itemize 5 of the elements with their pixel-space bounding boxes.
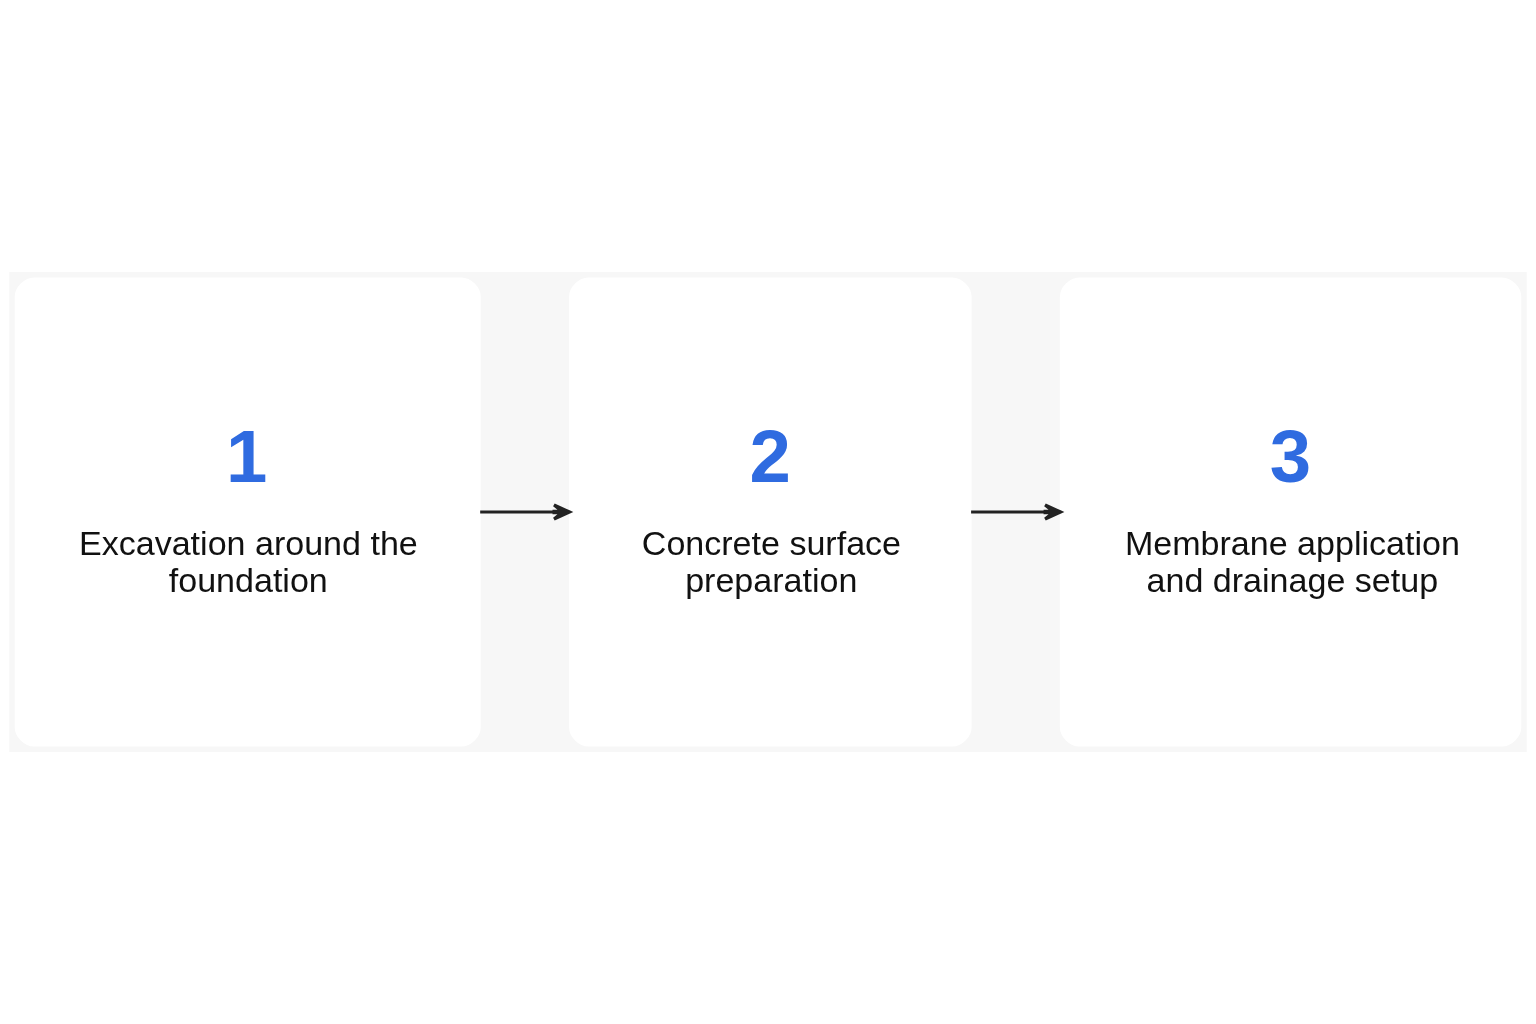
arrow [971, 503, 1063, 521]
node-box: 3 Membrane application and drainage setup [1059, 277, 1522, 747]
arrow [480, 503, 572, 521]
node-box: 2 Concrete surface preparation [569, 277, 972, 747]
node-box: 1 Excavation around the foundation [14, 277, 481, 747]
